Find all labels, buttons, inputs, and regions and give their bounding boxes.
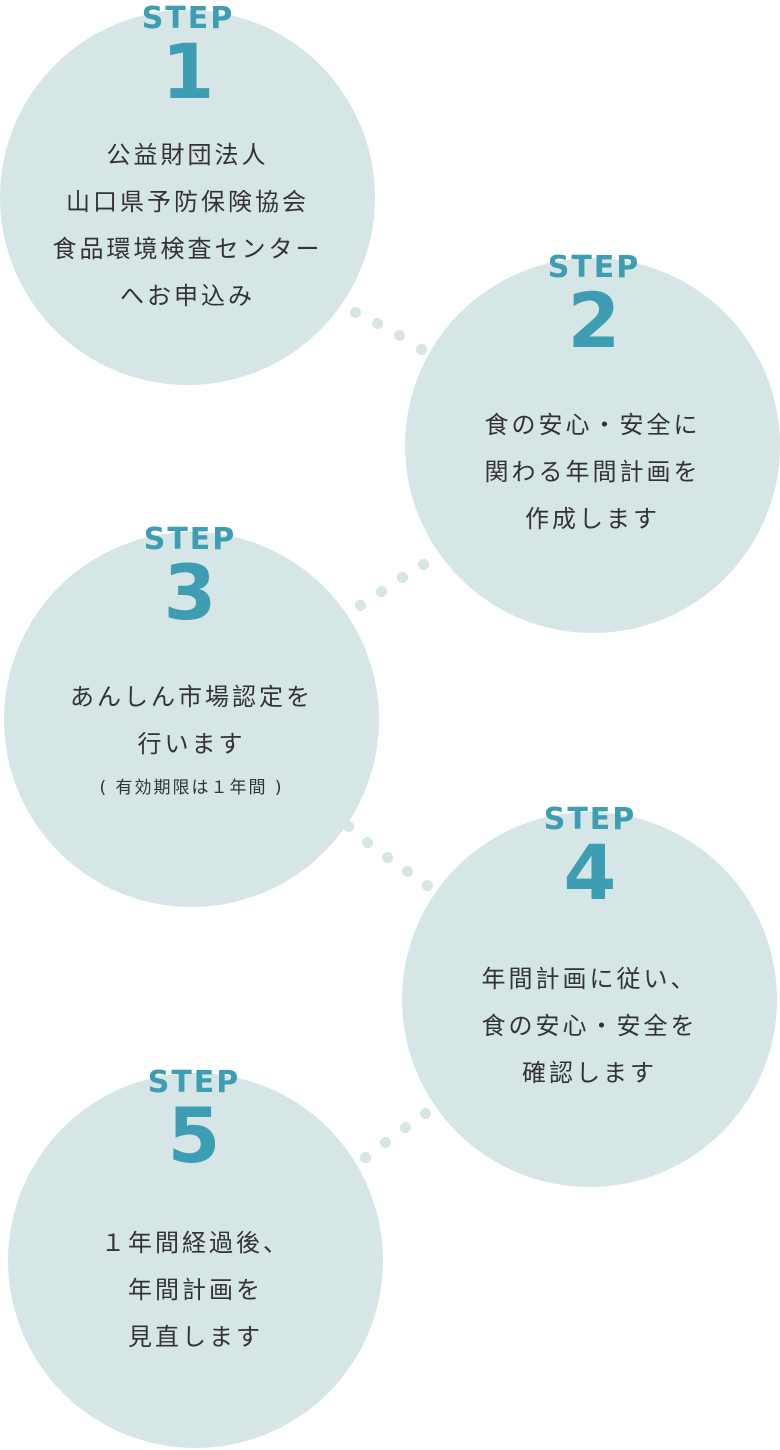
connector-dot [420,1108,431,1119]
connector-dot [362,837,373,848]
connector-dot [400,1122,411,1133]
step-5-line: 見直します [128,1323,263,1351]
step-2-number: 2 [567,276,621,365]
step-2-line: 食の安心・安全に [484,411,701,439]
step-4-line: 確認します [522,1059,657,1087]
step-5-number: 5 [167,1091,221,1180]
step-1-line: 食品環境検査センター [52,235,323,263]
step-4-word: STEP [543,802,637,837]
step-2-word: STEP [547,250,641,285]
step-4-line: 年間計画に従い、 [481,965,698,993]
step-1-circle [0,10,375,385]
step-5-text: １年間経過後、 年間計画を 見直します [8,1220,383,1361]
step-2-line: 関わる年間計画を [484,458,701,486]
connector-dot [418,559,429,570]
connector-dot [376,586,387,597]
step-3-line: あんしん市場認定を [70,683,313,711]
step-1-line: 公益財団法人 [106,141,269,169]
step-3-line: 行います [137,730,246,758]
step-1-line: 山口県予防保険協会 [66,188,309,216]
step-5-word: STEP [147,1065,241,1100]
step-3-circle [4,532,379,907]
step-1-heading: STEP 1 [128,4,248,110]
step-1-text: 公益財団法人 山口県予防保険協会 食品環境検査センター へお申込み [0,132,375,320]
step-2-heading: STEP 2 [534,253,654,359]
step-1-number: 1 [161,27,215,116]
step-5-heading: STEP 5 [134,1068,254,1174]
connector-dot [397,572,408,583]
step-3-note: ( 有効期限は１年間 ) [99,778,284,798]
connector-dot [402,866,413,877]
step-4-number: 4 [563,828,617,917]
step-4-line: 食の安心・安全を [481,1012,698,1040]
step-4-text: 年間計画に従い、 食の安心・安全を 確認します [402,956,777,1097]
step-4-circle [402,812,777,1187]
connector-dot [380,1137,391,1148]
connector-dot [416,344,427,355]
connector-dot [394,330,405,341]
connector-dot [350,307,361,318]
step-2-text: 食の安心・安全に 関わる年間計画を 作成します [405,402,780,543]
step-3-text: あんしん市場認定を 行います ( 有効期限は１年間 ) [4,674,379,808]
step-2-line: 作成します [525,505,660,533]
step-2-circle [405,258,780,633]
step-1-line: へお申込み [120,282,255,310]
connector-dot [343,821,354,832]
step-3-heading: STEP 3 [130,525,250,631]
connector-dot [422,880,433,891]
connector-dot [382,852,393,863]
step-5-line: １年間経過後、 [101,1229,290,1257]
step-5-line: 年間計画を [128,1276,263,1304]
connector-dot [360,1152,371,1163]
step-3-number: 3 [163,548,217,637]
step-4-heading: STEP 4 [530,805,650,911]
connector-dot [355,600,366,611]
step-3-word: STEP [143,522,237,557]
connector-dot [372,318,383,329]
step-5-circle [8,1073,383,1448]
step-1-word: STEP [141,1,235,36]
